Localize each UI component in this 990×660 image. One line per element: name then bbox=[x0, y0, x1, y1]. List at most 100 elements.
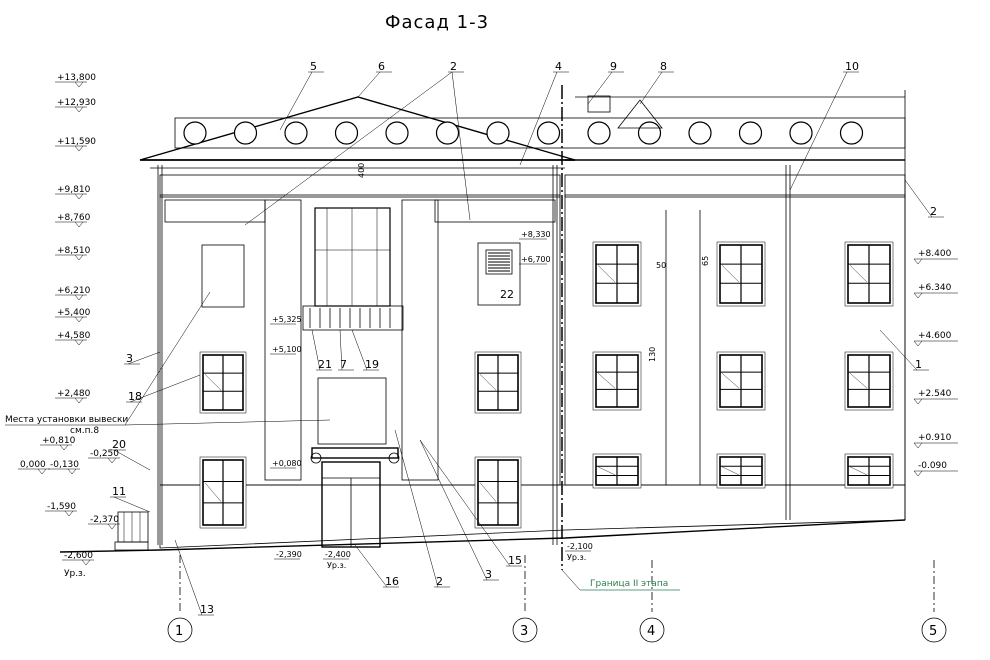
svg-text:-2,390: -2,390 bbox=[276, 550, 302, 559]
pilaster-left bbox=[264, 199, 302, 481]
level-mark-left: +12,930 bbox=[57, 98, 96, 108]
callout-3: 3 bbox=[126, 352, 133, 365]
drawing-title: Фасад 1-3 bbox=[385, 12, 489, 33]
svg-text:-2,100: -2,100 bbox=[567, 542, 593, 551]
level-mark-right: +8.400 bbox=[918, 249, 952, 259]
svg-text:+0,080: +0,080 bbox=[272, 459, 302, 468]
level-mark-right: +4.600 bbox=[918, 331, 952, 341]
window bbox=[474, 351, 522, 414]
right-block-wall bbox=[564, 194, 906, 486]
callout-19: 19 bbox=[365, 358, 379, 371]
window bbox=[474, 456, 522, 529]
window bbox=[592, 241, 642, 307]
svg-text:Ур.з.: Ур.з. bbox=[567, 553, 586, 562]
level-mark-left: +11,590 bbox=[57, 137, 96, 147]
window bbox=[844, 351, 894, 411]
window bbox=[716, 351, 766, 411]
callout-5: 5 bbox=[310, 60, 317, 73]
inner-level-marks: +5,325 +5,100 +0,080 -2,390 -2,400 Ур.з.… bbox=[270, 230, 593, 570]
level-mark-right: +0.910 bbox=[918, 433, 952, 443]
callout-21: 21 bbox=[318, 358, 332, 371]
level-mark-right: +2.540 bbox=[918, 389, 952, 399]
sign-note-line2: см.п.8 bbox=[70, 426, 99, 436]
callout-9: 9 bbox=[610, 60, 617, 73]
entrance-canopy bbox=[311, 447, 399, 459]
axis-4: 4 bbox=[639, 617, 665, 643]
axis-1: 1 bbox=[167, 617, 193, 643]
right-level-marks: +8.400 +6.340 +4.600 +2.540 +0.910 -0.090 bbox=[913, 249, 958, 477]
window bbox=[844, 241, 894, 307]
level-mark-right: +6.340 bbox=[918, 283, 952, 293]
central-tall-window bbox=[314, 207, 391, 307]
level-mark-left: -0,250 bbox=[90, 449, 119, 459]
callout-16: 16 bbox=[385, 575, 399, 588]
level-mark-left: +13,800 bbox=[57, 73, 96, 83]
callout-2: 2 bbox=[450, 60, 457, 73]
callout-2: 2 bbox=[930, 205, 937, 218]
windows bbox=[199, 241, 894, 529]
dim-65: 65 bbox=[701, 256, 710, 266]
svg-text:Ур.з.: Ур.з. bbox=[327, 561, 346, 570]
callout-13: 13 bbox=[200, 603, 214, 616]
window bbox=[199, 456, 247, 529]
dormer bbox=[617, 99, 663, 129]
left-level-marks: +13,800 +12,930 +11,590 +9,810 +8,760 +8,510 +… bbox=[18, 73, 120, 579]
level-mark-left: -2,600 bbox=[64, 551, 93, 561]
axis-5: 5 bbox=[921, 617, 947, 643]
svg-text:-2,400: -2,400 bbox=[325, 550, 351, 559]
svg-text:3: 3 bbox=[520, 624, 528, 639]
callout-15: 15 bbox=[508, 554, 522, 567]
level-mark-left: +5,400 bbox=[57, 308, 91, 318]
callout-20: 20 bbox=[112, 438, 126, 451]
callout-1: 1 bbox=[915, 358, 922, 371]
svg-text:+6,700: +6,700 bbox=[521, 255, 551, 264]
sign-note-line1: Места установки вывески bbox=[5, 415, 128, 425]
axis-3: 3 bbox=[512, 617, 538, 643]
callout-11: 11 bbox=[112, 485, 126, 498]
callout-3: 3 bbox=[485, 568, 492, 581]
balcony bbox=[302, 305, 404, 331]
vent-panel bbox=[477, 242, 521, 306]
level-mark-left: +8,760 bbox=[57, 213, 91, 223]
parapet-round-openings bbox=[183, 121, 864, 145]
callout-7: 7 bbox=[340, 358, 347, 371]
dim-400: 400 bbox=[357, 163, 366, 178]
level-mark-left: +8,510 bbox=[57, 246, 91, 256]
window bbox=[716, 241, 766, 307]
callout-2: 2 bbox=[436, 575, 443, 588]
level-mark-left: +9,810 bbox=[57, 185, 91, 195]
level-mark-left: -2,370 bbox=[90, 515, 119, 525]
window bbox=[844, 453, 894, 489]
plinth bbox=[159, 484, 906, 549]
window bbox=[716, 453, 766, 489]
dim-50: 50 bbox=[656, 261, 666, 270]
pilaster-right bbox=[401, 199, 439, 481]
callout-6: 6 bbox=[378, 60, 385, 73]
level-mark-left: 0,000 bbox=[20, 460, 46, 470]
window bbox=[199, 351, 247, 414]
callout-22: 22 bbox=[500, 288, 514, 301]
svg-text:1: 1 bbox=[175, 624, 183, 639]
level-mark-left: -1,590 bbox=[47, 502, 76, 512]
callout-4: 4 bbox=[555, 60, 562, 73]
svg-text:+5,100: +5,100 bbox=[272, 345, 302, 354]
level-mark-left: -0,130 bbox=[50, 460, 79, 470]
level-mark-left: +6,210 bbox=[57, 286, 91, 296]
level-mark-right: -0.090 bbox=[918, 461, 947, 471]
sign-panel-central bbox=[317, 377, 387, 445]
sign-panel-upper bbox=[201, 244, 245, 308]
svg-text:+8,330: +8,330 bbox=[521, 230, 551, 239]
level-mark-left: +2,480 bbox=[57, 389, 91, 399]
dim-130: 130 bbox=[648, 347, 657, 362]
window bbox=[592, 453, 642, 489]
svg-text:5: 5 bbox=[929, 624, 937, 639]
stage-boundary-label: Граница II этапа bbox=[590, 579, 668, 589]
callout-8: 8 bbox=[660, 60, 667, 73]
svg-text:4: 4 bbox=[647, 624, 655, 639]
level-mark-left: +4,580 bbox=[57, 331, 91, 341]
level-mark-left: +0,810 bbox=[42, 436, 76, 446]
window bbox=[592, 351, 642, 411]
